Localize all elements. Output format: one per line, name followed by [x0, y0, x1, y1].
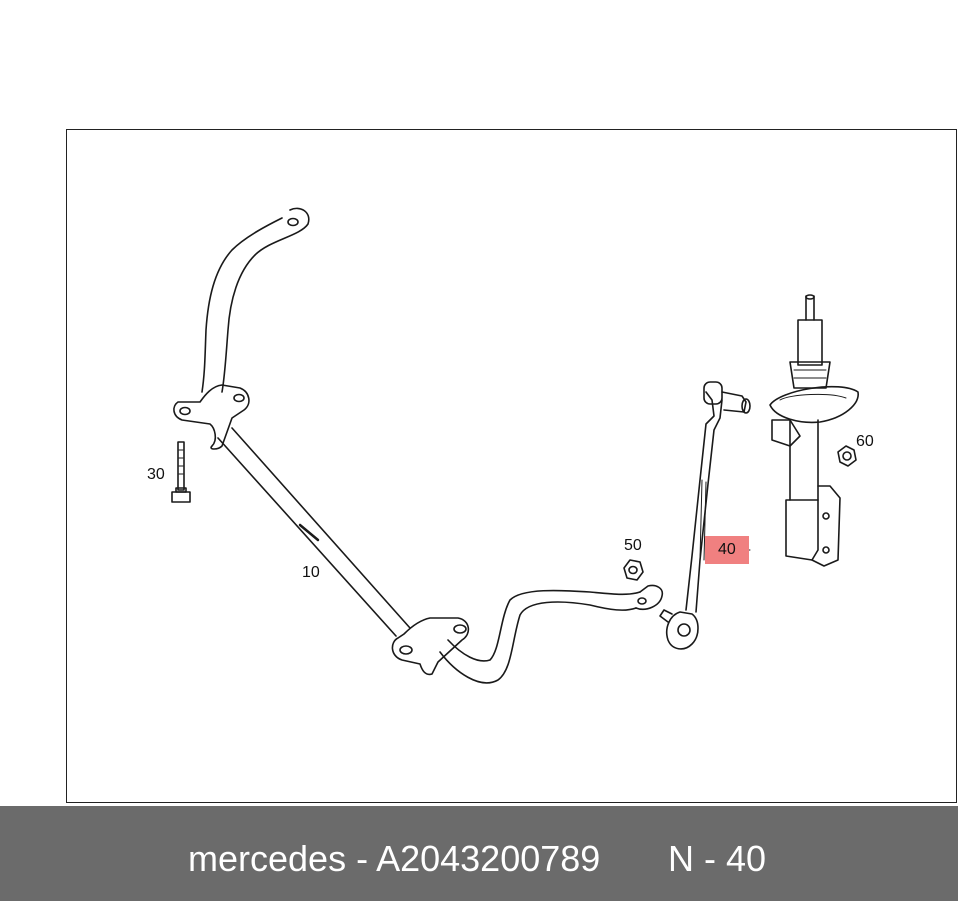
strut-assembly: [769, 294, 859, 567]
diagram-frame: [66, 129, 957, 803]
coupling-rod: [659, 381, 751, 650]
callout-50: 50: [624, 537, 642, 554]
nut-50: [623, 559, 644, 581]
stabilizer-bar: [173, 207, 664, 684]
parts-diagram: [171, 207, 859, 684]
position-code-label: N - 40: [668, 838, 767, 879]
footer-bar: mercedes - A2043200789 N - 40: [0, 806, 958, 901]
nut-60: [837, 445, 857, 467]
callout-30: 30: [147, 466, 165, 483]
callout-60: 60: [856, 433, 874, 450]
callout-10: 10: [302, 564, 320, 581]
callout-40-highlighted[interactable]: 40: [705, 536, 749, 564]
bolt: [171, 441, 191, 503]
part-number-label: mercedes - A2043200789: [188, 838, 601, 879]
